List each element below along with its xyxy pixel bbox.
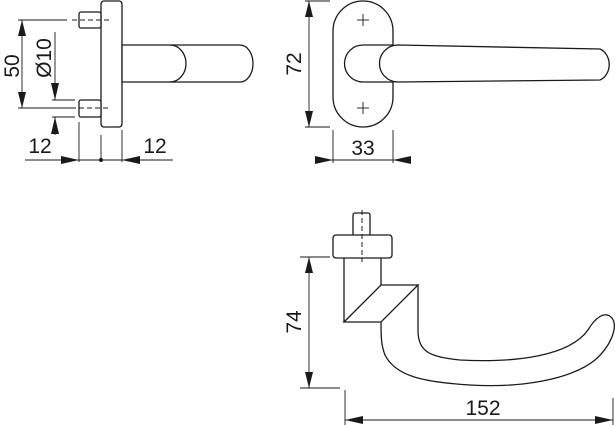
dim-diameter-label: Ø10 <box>33 38 56 78</box>
lever-neck <box>342 284 420 323</box>
dim-width-label: 33 <box>351 137 374 160</box>
dim-74-label: 74 <box>283 310 306 334</box>
screw-mark-bottom <box>357 102 369 114</box>
top-lever <box>380 285 615 387</box>
front-lever <box>378 44 610 83</box>
dim-left-label: 12 <box>28 135 51 158</box>
dim-length-label: 152 <box>465 397 500 420</box>
screw-mark-top <box>357 14 369 26</box>
top-view: 74 152 <box>283 210 615 425</box>
dim-right-label: 12 <box>143 135 166 158</box>
dim-spacing-label: 50 <box>1 54 24 77</box>
dim-height-label: 72 <box>283 52 306 75</box>
side-lever <box>121 44 254 83</box>
front-view: 72 33 <box>283 0 610 164</box>
spindle <box>352 212 371 238</box>
side-view: 50 Ø10 12 12 <box>1 0 254 164</box>
